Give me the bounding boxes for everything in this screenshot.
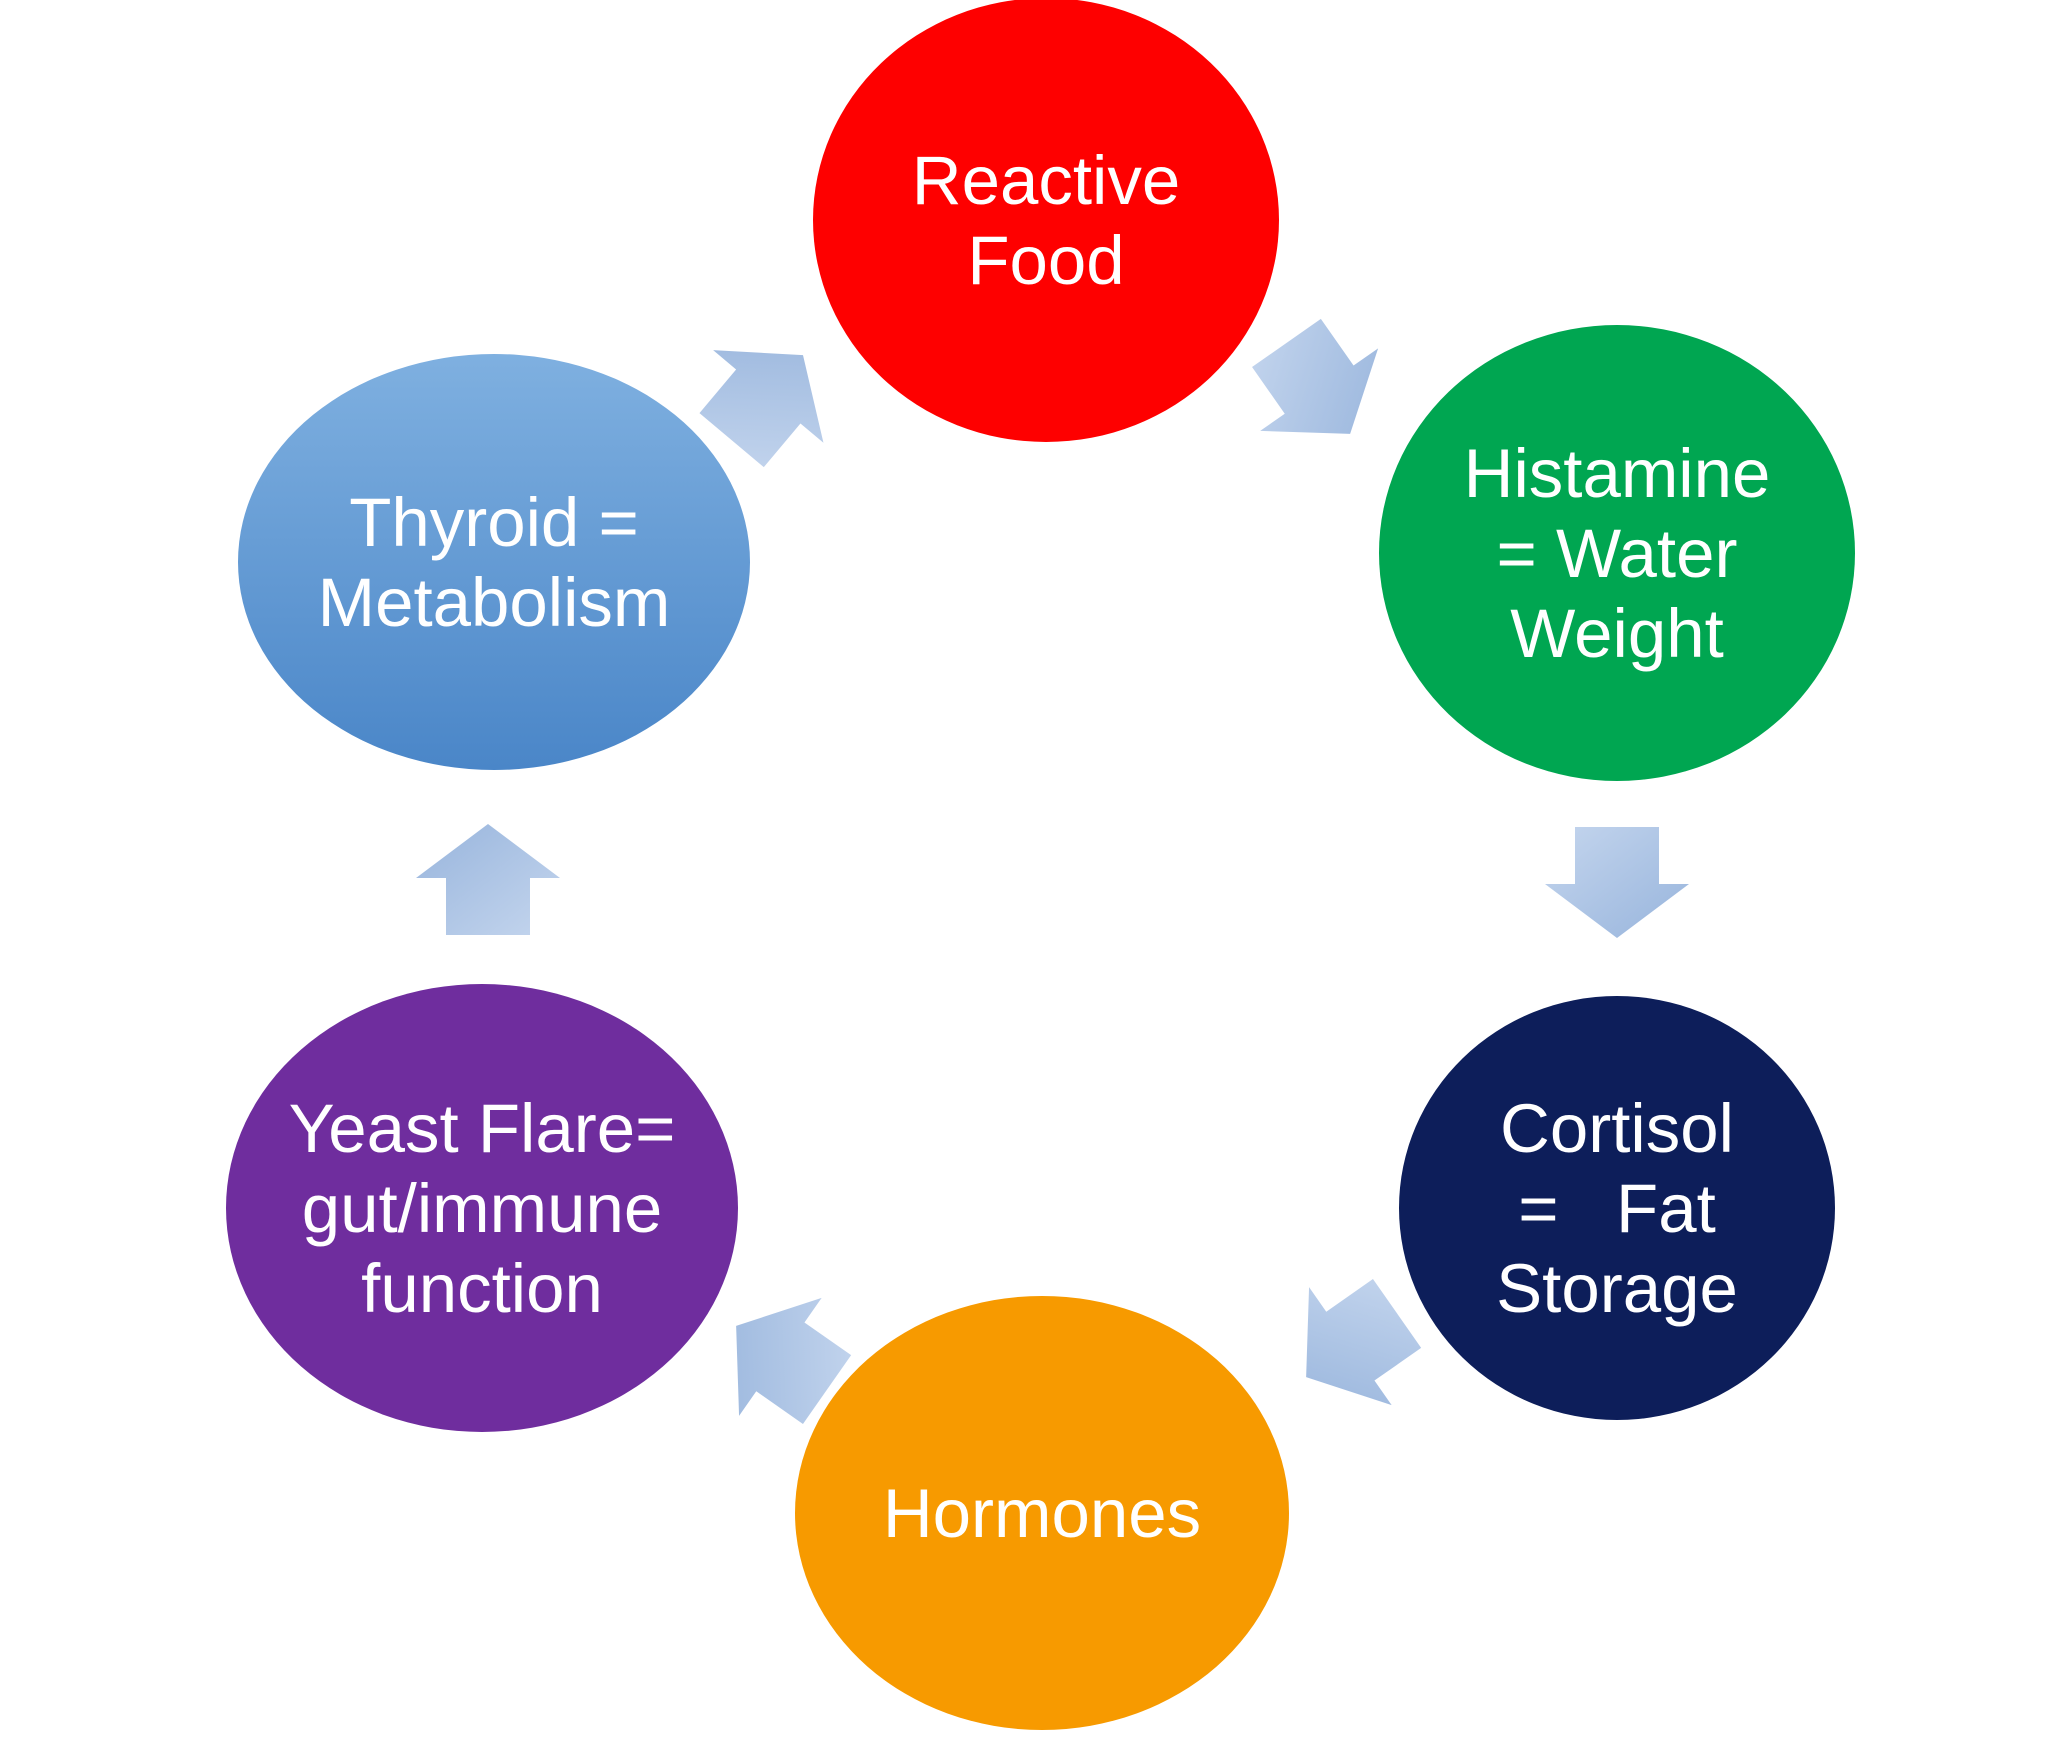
node-circle [795,1296,1289,1730]
arrow-thyroid-to-reactive-food [699,350,824,468]
node-label-line: Metabolism [318,564,671,641]
arrow-shape [736,1297,852,1424]
node-label-line: Thyroid = [349,484,639,561]
node-label-line: = Fat [1518,1170,1716,1247]
node-label-line: Food [967,222,1124,299]
arrow-cortisol-to-hormones [1306,1279,1422,1406]
node-circle [1379,325,1855,781]
arrow-shape [1306,1279,1422,1406]
node-circle [238,354,750,770]
arrow-shape [1545,827,1689,938]
node-circle [1399,996,1835,1420]
arrow-hormones-to-yeast-flare [736,1297,852,1424]
node-label-line: = Water [1497,515,1738,592]
arrow-reactive-food-to-histamine [1252,318,1379,434]
node-label: Hormones [883,1475,1201,1552]
node-thyroid: Thyroid =Metabolism [238,354,750,770]
node-label-line: Storage [1496,1250,1738,1327]
node-label-line: Cortisol [1500,1090,1734,1167]
node-circle [813,0,1279,442]
node-label-line: Hormones [883,1475,1201,1552]
node-label-line: gut/immune [302,1170,663,1247]
node-hormones: Hormones [795,1296,1289,1730]
arrows-layer [416,318,1689,1424]
node-label-line: Reactive [912,142,1180,219]
node-circle [226,984,738,1432]
node-label-line: Yeast Flare= [289,1090,676,1167]
node-label-line: function [361,1250,603,1327]
arrow-shape [699,350,824,468]
node-label-line: Weight [1510,595,1724,672]
arrow-shape [1252,318,1379,434]
node-label: Thyroid =Metabolism [318,484,671,641]
arrow-shape [416,824,560,935]
arrow-histamine-to-cortisol [1545,827,1689,938]
node-label-line: Histamine [1464,435,1771,512]
arrow-yeast-flare-to-thyroid [416,824,560,935]
